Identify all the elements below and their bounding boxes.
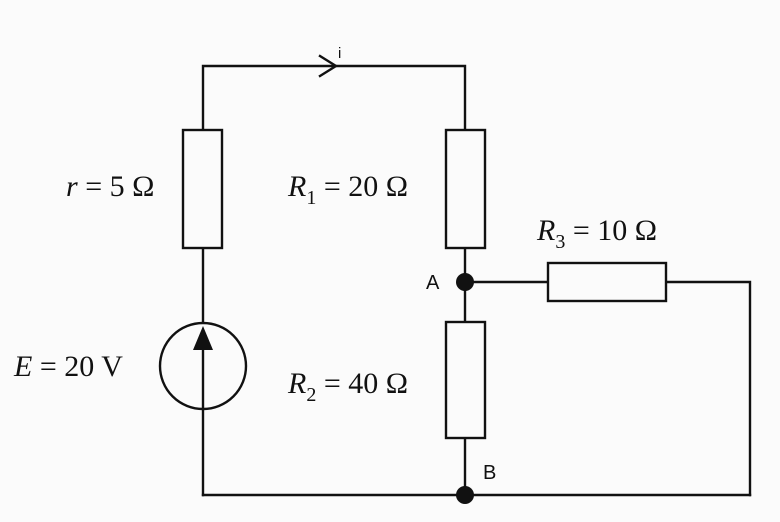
resistor-r1 xyxy=(444,128,487,250)
resistor-r-internal xyxy=(181,128,224,250)
label-r3: R3 = 10 Ω xyxy=(536,214,657,253)
node-b-dot xyxy=(456,486,474,504)
label-internal-resistance: r = 5 Ω xyxy=(66,170,154,203)
node-a-dot xyxy=(456,273,474,291)
label-source: E = 20 V xyxy=(13,350,123,383)
resistor-r3 xyxy=(546,261,668,303)
wire-r3-to-right xyxy=(664,280,752,497)
current-label: i xyxy=(338,45,341,62)
resistor-r2 xyxy=(444,320,487,440)
wire-top xyxy=(201,64,467,132)
label-r1: R1 = 20 Ω xyxy=(287,170,408,209)
voltage-source-icon xyxy=(158,321,248,411)
current-arrow-icon xyxy=(318,54,339,78)
node-a-label: A xyxy=(426,272,440,294)
label-r2: R2 = 40 Ω xyxy=(287,367,408,406)
node-b-label: B xyxy=(483,462,496,484)
